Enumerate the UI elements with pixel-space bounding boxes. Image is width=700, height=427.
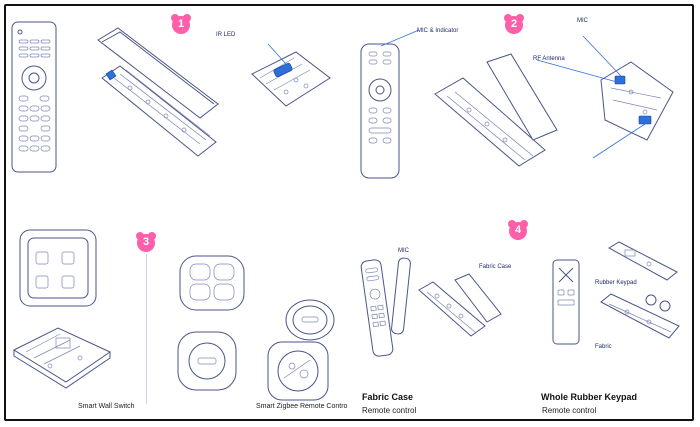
label-mic-indicator: MIC & Indicator xyxy=(417,28,459,34)
label-mic: MIC xyxy=(577,18,588,24)
panel-4: 4 MIC Fabric Case Fabric Case Remote con… xyxy=(355,220,690,420)
step-badge-2: 2 xyxy=(503,14,525,34)
step-badge-number: 2 xyxy=(510,18,518,30)
step-badge-4: 4 xyxy=(507,220,529,240)
divider-line xyxy=(146,254,147,404)
remote-open-illustration xyxy=(434,53,558,167)
zigbee-remote-round-illustration xyxy=(177,331,237,391)
subtitle-fabric-case: Remote control xyxy=(362,406,417,415)
label-rubber-keypad: Rubber Keypad xyxy=(595,280,637,286)
label-rf-antenna: RF Antenna xyxy=(533,56,565,62)
caption-smart-zigbee-remote: Smart Zigbee Remote Contro xyxy=(256,403,348,410)
rubber-remote-illustration xyxy=(552,259,580,345)
subtitle-rubber-keypad: Remote control xyxy=(542,406,597,415)
label-ir-led: IR LED xyxy=(216,32,236,38)
title-fabric-case: Fabric Case xyxy=(362,392,414,402)
wall-switch-illustration xyxy=(19,229,97,307)
panel-3: Smart Wall Switch 3 Smart Zigbee Remote … xyxy=(10,220,350,420)
step-badge-3: 3 xyxy=(135,232,157,252)
zigbee-board-illustration xyxy=(267,341,329,401)
step-badge-number: 4 xyxy=(514,224,522,236)
panel-2: MIC & Indicator 2 MIC RF Antenna xyxy=(345,10,690,190)
antenna-board-illustration xyxy=(536,35,674,159)
remote-front-mic-illustration xyxy=(360,29,420,179)
caption-smart-wall-switch: Smart Wall Switch xyxy=(78,403,135,410)
switch-board-illustration xyxy=(12,327,112,389)
rubber-keypad-illustration xyxy=(607,241,678,281)
title-rubber-keypad: Whole Rubber Keypad xyxy=(541,392,638,402)
label-fabric-case: Fabric Case xyxy=(479,264,512,270)
fabric-remote-illustration xyxy=(360,257,411,357)
fabric-case-exploded-illustration xyxy=(418,273,502,337)
zigbee-remote-illustration xyxy=(179,255,245,311)
step-badge-1: 1 xyxy=(170,14,192,34)
label-fabric: Fabric xyxy=(595,344,612,350)
remote-exploded-illustration xyxy=(97,27,219,157)
zigbee-remote-back-illustration xyxy=(285,299,335,341)
step-badge-number: 3 xyxy=(142,236,150,248)
panel-1: 1 IR LED xyxy=(10,10,340,190)
label-mic-4: MIC xyxy=(398,248,409,254)
step-badge-number: 1 xyxy=(177,18,185,30)
rubber-keypad-board-illustration xyxy=(600,293,680,339)
remote-front-illustration xyxy=(11,21,57,173)
circuit-board-illustration xyxy=(251,43,331,107)
